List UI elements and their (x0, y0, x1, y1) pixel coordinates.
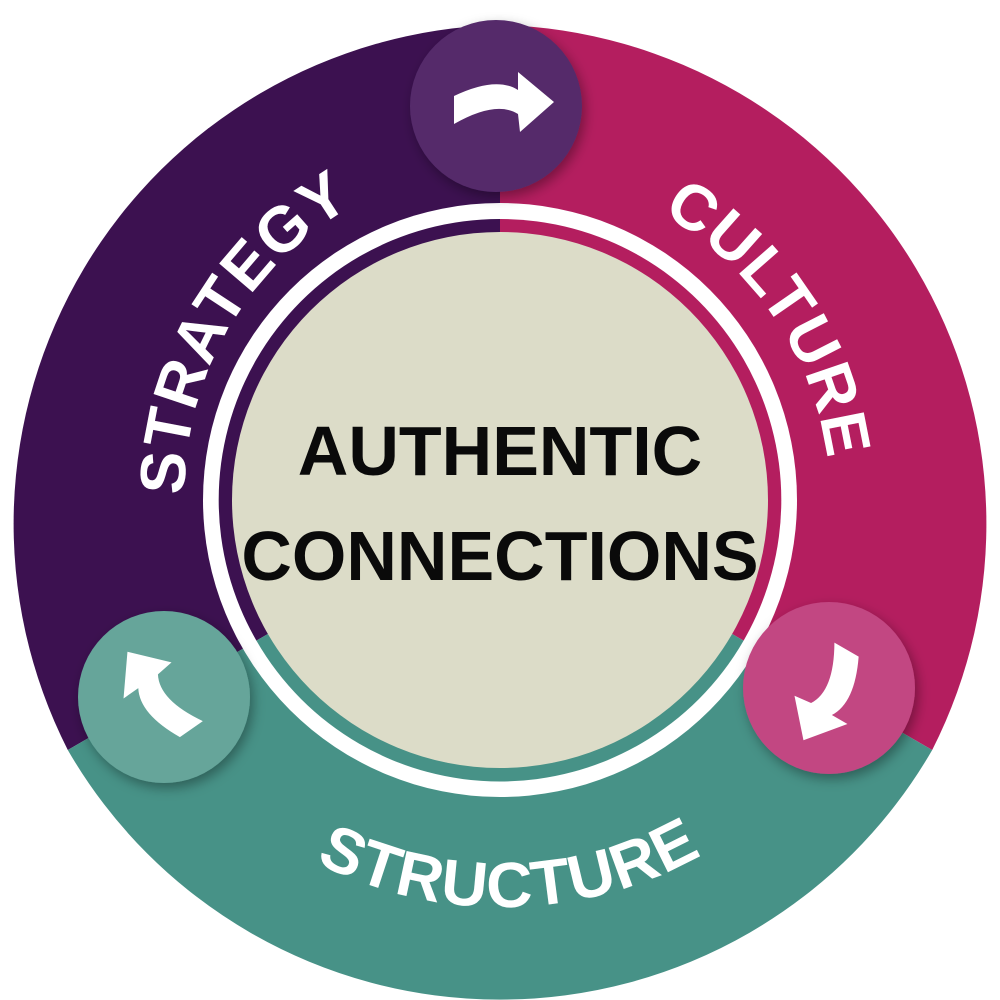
arrow-badge-culture-to-structure (743, 602, 915, 774)
arrow-right-icon (454, 72, 554, 132)
arrow-down-left-icon (794, 642, 859, 741)
arrow-up-left-icon (123, 651, 203, 738)
center-title-line1: AUTHENTIC (298, 412, 702, 490)
arrow-badge-strategy-to-culture (410, 20, 582, 192)
center-circle (232, 232, 768, 768)
arrow-badge-structure-to-strategy (78, 611, 250, 783)
center-title-line2: CONNECTIONS (241, 517, 758, 595)
